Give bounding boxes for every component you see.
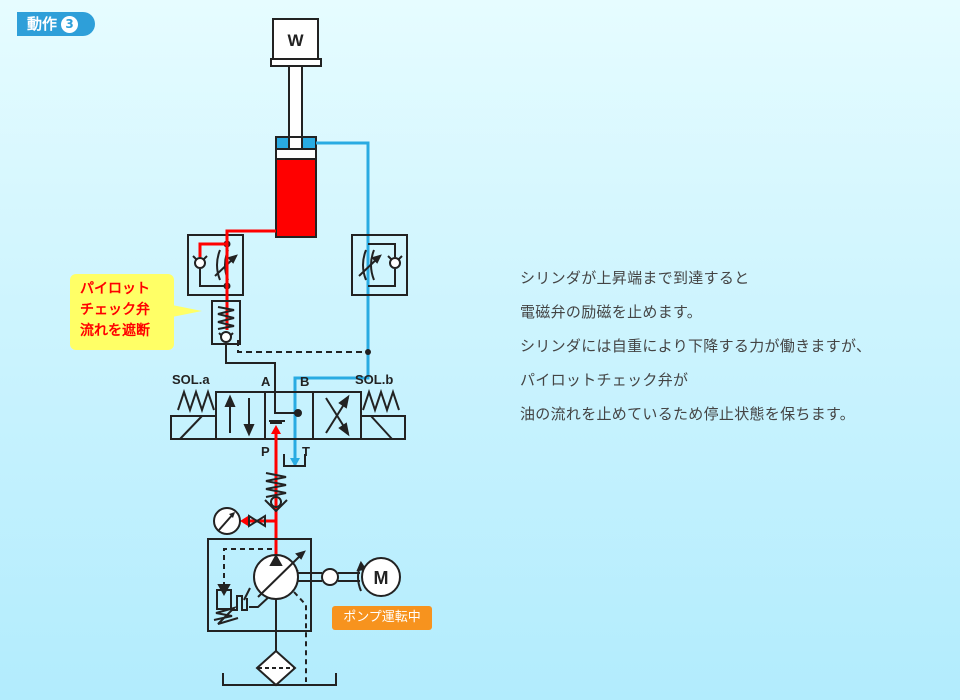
- cylinder-pressure-chamber: [277, 160, 315, 236]
- pilot-check-callout: パイロット チェック弁 流れを遮断: [70, 274, 174, 350]
- motor-icon: M: [361, 557, 401, 597]
- pilot-check-valve: [211, 300, 302, 417]
- cylinder-rod: [288, 65, 303, 145]
- callout-line: チェック弁: [80, 302, 150, 318]
- description-line: シリンダには自重により下降する力が働きますが、: [520, 337, 872, 355]
- port-t-label: T: [302, 444, 310, 459]
- weight-plate: [270, 58, 322, 67]
- pressure-gauge-icon: [213, 507, 276, 535]
- weight-label: W: [287, 31, 304, 50]
- description-line: 電磁弁の励磁を止めます。: [520, 303, 703, 321]
- description-line: 油の流れを止めているため停止状態を保ちます。: [520, 405, 856, 423]
- return-line: [293, 141, 370, 465]
- check-valve-supply: [264, 472, 288, 513]
- cylinder: [275, 136, 317, 238]
- port-b-label: B: [300, 374, 309, 389]
- motor-label: M: [374, 568, 389, 588]
- port-p-label: P: [261, 444, 270, 459]
- weight-block: [272, 18, 319, 60]
- description-line: シリンダが上昇端まで到達すると: [520, 269, 750, 287]
- callout-pointer: [172, 305, 202, 317]
- directional-control-valve: [170, 388, 406, 467]
- solenoid-b-label: SOL.b: [355, 372, 393, 387]
- description-text: シリンダが上昇端まで到達すると 電磁弁の励磁を止めます。 シリンダには自重により…: [520, 268, 871, 438]
- description-line: パイロットチェック弁が: [520, 371, 689, 389]
- solenoid-a-label: SOL.a: [172, 372, 210, 387]
- step-number: 3: [61, 16, 79, 33]
- pilot-line: [237, 340, 368, 353]
- port-a-label: A: [261, 374, 271, 389]
- pressure-line-cylinder: [225, 229, 276, 330]
- flow-control-valve-right: [351, 234, 408, 296]
- callout-line: 流れを遮断: [80, 323, 150, 339]
- callout-line: パイロット: [80, 281, 150, 297]
- pump-status-badge: ポンプ運転中: [332, 606, 432, 630]
- step-label: 動作: [27, 15, 58, 33]
- return-arrow-icon: [290, 458, 300, 467]
- pump-unit: [207, 538, 367, 687]
